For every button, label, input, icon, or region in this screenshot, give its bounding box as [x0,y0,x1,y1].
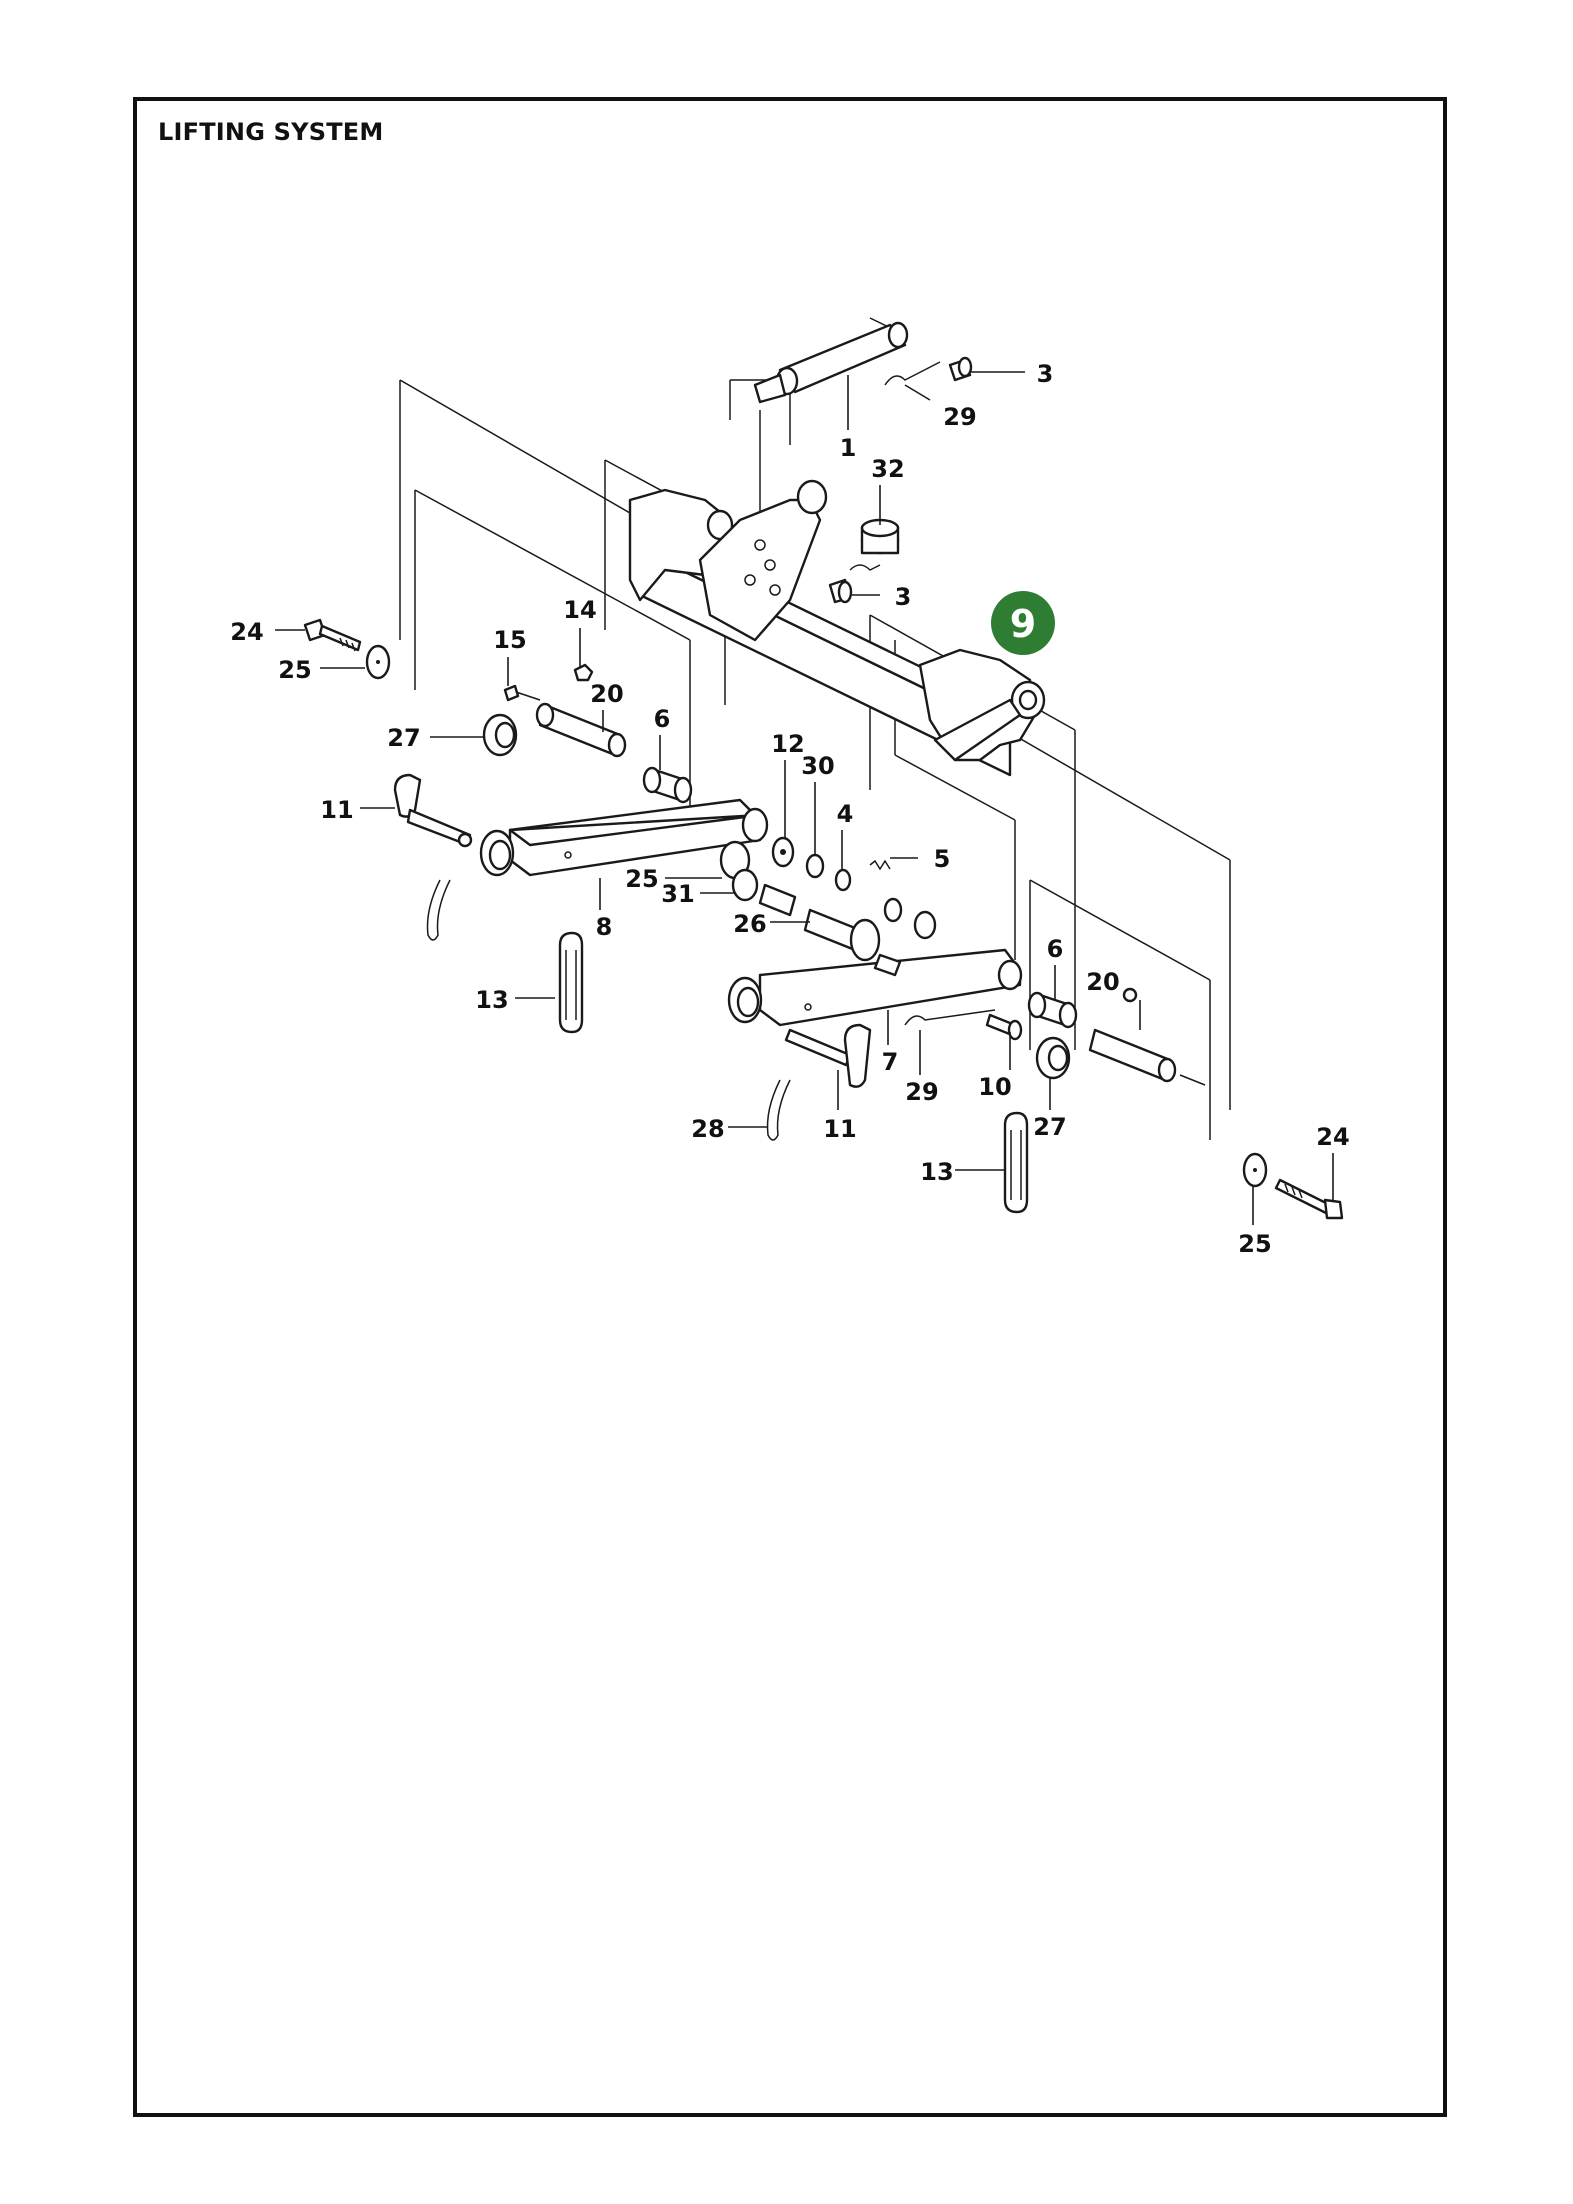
callout-label: 31 [661,880,694,908]
part-20-shaft-left [535,702,627,758]
part-29-cotter-pin-lower [904,1009,996,1026]
callout-labels: 1 3 29 32 3 24 25 14 15 20 6 27 11 12 30… [230,360,1349,1258]
part-31-spacer [731,868,759,902]
callout-label: 6 [654,705,671,733]
part-11-lever-left [393,773,473,848]
part-4-circlip [834,868,852,892]
callout-label: 29 [905,1078,938,1106]
section-badge-number: 9 [1010,602,1036,646]
callout-label: 7 [882,1048,899,1076]
part-12-washer [771,836,795,868]
callout-label: 29 [943,403,976,431]
callout-label: 3 [1037,360,1054,388]
callout-label: 8 [596,913,613,941]
page-title: LIFTING SYSTEM [158,118,384,146]
callout-label: 20 [1086,968,1119,996]
part-7-lift-arm-right [727,948,1023,1027]
section-badge: 9 [991,591,1055,655]
part-3-clevis-pin-lower [828,564,881,604]
part-24-bolt-left [303,618,362,652]
callout-label: 25 [625,865,658,893]
part-13-loop-left [558,931,584,1034]
part-32-bushing [860,518,900,555]
part-25-washer-right [1242,1152,1268,1188]
part-6-bushing-right [1027,991,1078,1029]
part-1-gas-spring [753,317,909,404]
part-6-bushing-left [642,766,693,804]
part-8-lift-arm-left [479,798,769,877]
part-5-spring [869,859,891,871]
callout-label: 26 [733,910,766,938]
part-25-washer-left [365,644,391,680]
part-27-roller-right [1035,1036,1071,1080]
part-27-roller-left [482,713,518,757]
callout-label: 13 [920,1158,953,1186]
callout-label: 5 [934,845,951,873]
callout-label: 24 [1316,1123,1349,1151]
callout-label: 6 [1047,935,1064,963]
callout-label: 24 [230,618,263,646]
part-28-hair-pin-left [426,879,451,941]
callout-label: 13 [475,986,508,1014]
part-28-hair-pin-right [766,1079,791,1141]
part-30-ring [805,853,825,879]
part-3-clevis-pin-upper [948,356,973,382]
part-15-bolt-small [503,684,541,702]
part-29-cotter-pin-upper [884,361,941,386]
part-26-bushing-assy [758,883,937,962]
callout-label: 27 [1033,1113,1066,1141]
callout-label: 15 [493,626,526,654]
part-24-bolt-right [1274,1178,1344,1220]
lift-frame-assembly [628,479,1046,777]
callout-label: 11 [823,1115,856,1143]
callout-label: 3 [895,583,912,611]
callout-label: 20 [590,680,623,708]
callout-label: 1 [840,434,857,462]
part-20-shaft-right [1088,987,1206,1086]
part-10-clevis-pin [985,1013,1023,1041]
callout-label: 32 [871,455,904,483]
part-14-nut [573,663,594,682]
callout-label: 11 [320,796,353,824]
callout-label: 25 [278,656,311,684]
callout-label: 28 [691,1115,724,1143]
part-11-lever-right [784,1023,872,1088]
callout-label: 10 [978,1073,1011,1101]
callout-leader-lines [275,371,1334,1225]
assembly-guide-lines [399,379,1231,1140]
callout-label: 30 [801,752,834,780]
part-13-loop-right [1003,1111,1029,1214]
callout-label: 14 [563,596,596,624]
callout-label: 25 [1238,1230,1271,1258]
callout-label: 12 [771,730,804,758]
callout-label: 27 [387,724,420,752]
callout-label: 4 [837,800,854,828]
